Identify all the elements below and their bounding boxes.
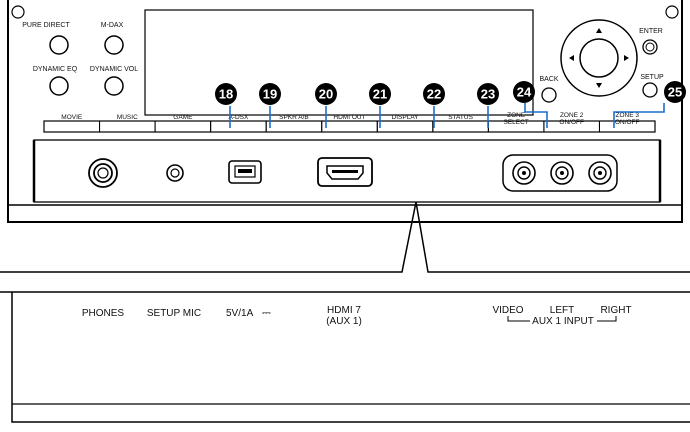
usb-port[interactable] <box>228 160 262 184</box>
setup-mic-jack[interactable] <box>166 164 184 182</box>
callout-22: 22 <box>423 83 445 105</box>
label-left: LEFT <box>550 305 574 316</box>
leader-25 <box>613 103 665 128</box>
panel-outline <box>7 0 683 223</box>
setup-button[interactable]: SETUP <box>640 74 664 98</box>
function-button-label: ZONE 2 <box>560 112 584 119</box>
function-button-label: GAME <box>173 114 193 121</box>
knob-label-m-dax: M-DAX <box>101 22 124 29</box>
dc-symbol-icon: ⎓ <box>262 307 271 319</box>
function-button-label: MUSIC <box>117 114 138 121</box>
callout-leaders <box>229 103 665 128</box>
knob-m-dax[interactable]: M-DAX <box>101 22 124 55</box>
back-label: BACK <box>539 76 558 83</box>
callout-18: 18 <box>215 83 237 105</box>
nav-up-arrow-icon[interactable] <box>596 28 602 33</box>
function-button-label: SPKR A/B <box>279 114 309 121</box>
nav-down-arrow-icon[interactable] <box>596 83 602 88</box>
knob-label-dynamic-eq: DYNAMIC EQ <box>33 66 78 73</box>
enter-button[interactable]: ENTER <box>639 28 663 55</box>
function-button-label-line2: ON/OFF <box>559 119 584 126</box>
knob-label-pure-direct: PURE DIRECT <box>22 22 70 29</box>
callout-20-number: 20 <box>319 87 333 102</box>
function-button-1[interactable]: MUSIC <box>99 114 156 133</box>
function-button-label: ZONE 3 <box>615 112 639 119</box>
phones-jack[interactable] <box>88 158 118 188</box>
aux-input-bracket <box>507 316 617 322</box>
video-jack[interactable] <box>512 161 536 185</box>
callout-25: 25 <box>664 81 686 103</box>
function-button-label: HDMI OUT <box>333 114 365 121</box>
screw-left <box>11 5 25 19</box>
callout-badges: 18 19 20 21 22 23 24 25 <box>215 81 686 105</box>
knob-pure-direct[interactable]: PURE DIRECT <box>22 22 70 55</box>
callout-23: 23 <box>477 83 499 105</box>
label-right: RIGHT <box>600 305 631 316</box>
button-strip: MOVIE MUSIC GAME A-DSX SPKR A/B HDMI OUT DISPL… <box>43 112 656 133</box>
callout-19-number: 19 <box>263 87 277 102</box>
function-button-10[interactable]: ZONE 3ON/OFF <box>598 112 656 133</box>
label-hdmi-sub: (AUX 1) <box>326 316 362 327</box>
screw-right <box>665 5 679 19</box>
nav-center-button[interactable] <box>579 38 619 78</box>
function-button-label: A-DSX <box>228 114 249 121</box>
label-usb: 5V/1A <box>226 308 254 319</box>
navigation-ring[interactable] <box>560 19 638 97</box>
audio-left-jack[interactable] <box>550 161 574 185</box>
callout-24: 24 <box>513 81 535 103</box>
function-button-0[interactable]: MOVIE <box>43 114 101 133</box>
function-button-2[interactable]: GAME <box>154 114 212 133</box>
zoom-leader <box>0 201 690 273</box>
callout-21: 21 <box>369 83 391 105</box>
knob-label-dynamic-vol: DYNAMIC VOL <box>90 66 138 73</box>
hdmi-port[interactable] <box>317 157 373 187</box>
function-button-5[interactable]: HDMI OUT <box>321 114 378 133</box>
function-button-label: DISPLAY <box>392 114 420 121</box>
setup-label: SETUP <box>640 74 664 81</box>
audio-right-jack[interactable] <box>588 161 612 185</box>
label-aux-input: AUX 1 INPUT <box>532 316 594 327</box>
knob-dynamic-vol[interactable]: DYNAMIC VOL <box>90 66 138 96</box>
function-button-label: ZONE <box>507 112 526 119</box>
detail-outline <box>11 292 690 423</box>
nav-left-arrow-icon[interactable] <box>569 55 574 61</box>
callout-25-number: 25 <box>668 85 682 100</box>
callout-19: 19 <box>259 83 281 105</box>
callout-23-number: 23 <box>481 87 495 102</box>
back-button[interactable]: BACK <box>539 76 559 103</box>
leader-24 <box>524 103 548 128</box>
function-button-6[interactable]: DISPLAY <box>376 114 434 133</box>
label-setup-mic: SETUP MIC <box>147 308 201 319</box>
function-button-label: STATUS <box>448 114 473 121</box>
knob-dynamic-eq[interactable]: DYNAMIC EQ <box>33 66 78 96</box>
function-button-9[interactable]: ZONE 2ON/OFF <box>543 112 600 133</box>
callout-20: 20 <box>315 83 337 105</box>
aux-input-panel <box>502 154 618 192</box>
function-button-4[interactable]: SPKR A/B <box>265 114 323 133</box>
callout-22-number: 22 <box>427 87 441 102</box>
callout-18-number: 18 <box>219 87 233 102</box>
function-button-label-line2: ON/OFF <box>615 119 640 126</box>
detail-labels: PHONES SETUP MIC 5V/1A ⎓ HDMI 7 (AUX 1) … <box>82 305 632 327</box>
function-button-label-line2: SELECT <box>503 119 528 126</box>
callout-21-number: 21 <box>373 87 387 102</box>
function-button-3[interactable]: A-DSX <box>210 114 267 133</box>
callout-24-number: 24 <box>517 85 532 100</box>
display-window <box>144 9 534 116</box>
enter-label: ENTER <box>639 28 663 35</box>
label-hdmi: HDMI 7 <box>327 305 361 316</box>
function-button-label: MOVIE <box>61 114 83 121</box>
label-video: VIDEO <box>492 305 523 316</box>
nav-right-arrow-icon[interactable] <box>624 55 629 61</box>
label-phones: PHONES <box>82 308 125 319</box>
function-button-7[interactable]: STATUS <box>432 114 489 133</box>
